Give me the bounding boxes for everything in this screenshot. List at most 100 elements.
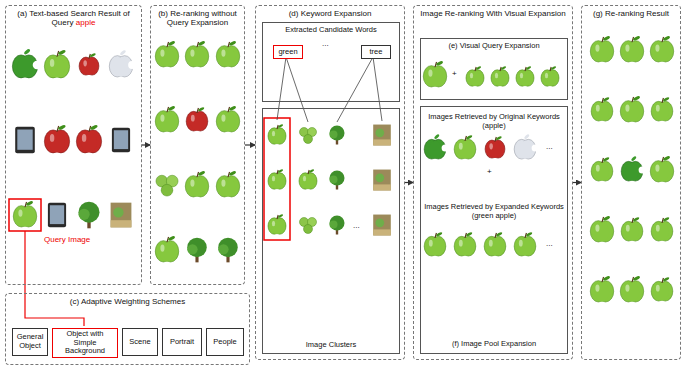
dev-image (15, 127, 35, 154)
ga-image (651, 96, 673, 121)
flow-arrow (405, 182, 413, 183)
annotation-label: ... (353, 222, 360, 231)
ra-image (485, 136, 505, 159)
wlogo-image (109, 49, 136, 77)
scheme-box: General Object (12, 328, 48, 356)
panel-heading: (a) Text-based Search Result of Queryapp… (9, 9, 138, 27)
ga-image (590, 35, 613, 62)
annotation-label: ... (546, 143, 553, 152)
ga-image (155, 105, 178, 132)
word-box: tree (361, 45, 391, 59)
bunch-image (300, 218, 317, 234)
ga-image (155, 235, 178, 262)
ga-image (621, 216, 643, 241)
cluster-link-line (373, 57, 382, 121)
heading-text: (e) Visual Query Expansion (424, 42, 564, 51)
ga-image (650, 35, 673, 62)
tree-image (330, 126, 345, 145)
candidate-words-box: Extracted Candidate Wordsgreentree (262, 22, 400, 102)
heading-text: Images Retrieved by Expanded Keywords (g… (424, 203, 564, 220)
heading-text: Image Clusters (266, 341, 396, 350)
ga-image (541, 66, 559, 86)
scheme-box: Scene (122, 328, 158, 356)
box-content: People (207, 329, 243, 355)
flow-arrow (142, 144, 150, 145)
scheme-box: Portrait (162, 328, 202, 356)
ra-image (186, 106, 208, 131)
tree-image (330, 216, 345, 235)
scheme-box: Object with Simple Background (52, 328, 118, 358)
tree-image (330, 171, 345, 190)
photo-image (373, 125, 391, 146)
annotation-label: Query Image (44, 236, 90, 245)
ga-image (620, 35, 643, 62)
dev-image (48, 203, 66, 228)
query-highlight (9, 199, 41, 231)
query-link-line (25, 231, 84, 326)
logo-image (12, 48, 41, 78)
logo-image (424, 134, 449, 159)
heading-text: (d) Keyword Expansion (259, 9, 401, 18)
ga-image (13, 200, 36, 227)
annotation-label: ... (546, 240, 553, 249)
ga-image (620, 275, 643, 302)
box-label: Scene (129, 338, 150, 347)
bunch-image (300, 128, 317, 144)
ga-image (299, 169, 317, 189)
annotation-label: + (487, 168, 492, 177)
ga-image (591, 156, 613, 181)
box-label: Portrait (170, 338, 194, 347)
ga-image (516, 66, 534, 86)
flow-arrow (573, 182, 581, 183)
ga-image (185, 170, 208, 197)
heading-text: (b) Re-ranking without Query Expansion (154, 9, 241, 27)
annotation-label: + (452, 70, 457, 79)
ra-image (44, 124, 69, 153)
ra-image (76, 124, 101, 153)
box-content: tree (362, 46, 390, 58)
box-content: General Object (13, 329, 47, 355)
ga-image (620, 95, 643, 122)
ga-image (466, 66, 484, 86)
word-box: green (273, 45, 303, 59)
flow-arrow (245, 144, 255, 145)
tree-image (79, 202, 100, 229)
annotation-label: ... (322, 40, 329, 49)
box-label: General Object (15, 333, 45, 350)
heading-text: (c) Adaptive Weighting Schemes (9, 297, 246, 306)
ga-image (216, 170, 239, 197)
wlogo-image (514, 134, 539, 159)
ga-image (651, 276, 673, 301)
logo-image (621, 156, 646, 181)
keyword-expansion-panel: (d) Keyword ExpansionExtracted Candidate… (255, 5, 405, 360)
image-clusters-box: Image Clusters (262, 108, 400, 354)
photo-image (111, 203, 132, 228)
ga-image (650, 155, 673, 182)
ga-image (155, 40, 178, 67)
ga-image (484, 231, 506, 256)
heading-text: (a) Text-based Search Result of Query (17, 9, 129, 27)
rerank-panel: (b) Re-ranking without Query Expansion (150, 5, 245, 285)
box-content: green (274, 46, 302, 58)
ga-image (185, 40, 208, 67)
ga-image (591, 96, 613, 121)
heading-text: apple (76, 18, 96, 27)
visual-query-box: (e) Visual Query Expansion (420, 38, 568, 100)
ra-image (79, 53, 99, 76)
visual-expansion-panel: Image Re-ranking With Visual Expansion(e… (413, 5, 573, 360)
heading-text: Images Retrieved by Original Keywords (a… (424, 113, 564, 130)
result-panel: (g) Re-ranking Result (581, 5, 681, 360)
ga-image (268, 124, 286, 144)
heading-text: (g) Re-ranking Result (585, 9, 677, 18)
box-label: tree (370, 48, 383, 57)
ga-image (268, 169, 286, 189)
weighting-panel: (c) Adaptive Weighting SchemesGeneral Ob… (5, 293, 250, 365)
image-pool-box: Images Retrieved by Original Keywords (a… (420, 106, 568, 354)
ga-image (491, 66, 509, 86)
ga-image (514, 231, 536, 256)
ga-image (454, 134, 476, 159)
ga-image (216, 40, 239, 67)
cluster-link-line (277, 57, 286, 120)
